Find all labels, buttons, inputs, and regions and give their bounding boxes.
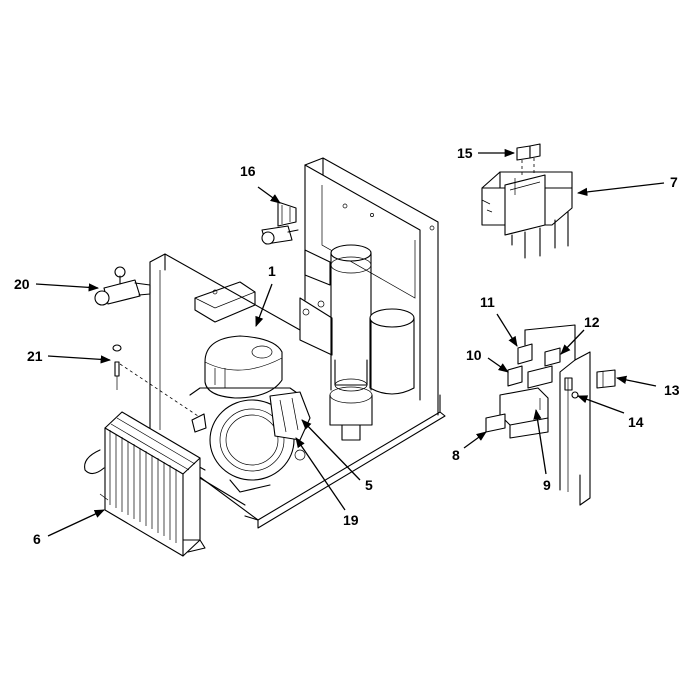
electrical-panel [485,324,616,506]
compressor [189,335,301,399]
callout-10: 10 [466,347,482,363]
arrow-10 [487,357,509,373]
fan-motor [269,391,311,461]
callout-19: 19 [343,512,359,528]
callout-14: 14 [628,414,644,430]
control-box [481,171,573,259]
arrow-20 [35,283,100,292]
arrow-9 [533,408,547,475]
arrow-7 [576,182,665,197]
callout-6: 6 [33,531,41,547]
callout-21: 21 [27,348,43,364]
base-frame [149,157,446,529]
arrow-14 [577,395,625,414]
arrow-1 [255,283,273,327]
arrow-21 [47,355,112,364]
callout-16: 16 [240,163,256,179]
drain-fitting [112,344,207,433]
arrow-13 [615,375,657,387]
callout-7: 7 [670,174,678,190]
callout-15: 15 [457,145,473,161]
condenser-coil [84,411,206,557]
arrow-11 [496,313,518,347]
callout-9: 9 [543,477,551,493]
arrow-5 [301,419,361,481]
callout-12: 12 [584,314,600,330]
callout-1: 1 [268,263,276,279]
evaporator-column [304,244,415,441]
callout-11: 11 [480,294,495,310]
arrow-16 [257,186,281,204]
arrow-12 [560,329,585,355]
callout-5: 5 [365,477,373,493]
callout-labels: 1 5 6 7 8 9 10 11 12 13 14 15 16 19 20 2… [14,145,680,547]
arrow-6 [47,509,105,537]
leader-arrows [35,148,665,537]
inlet-fitting [94,266,151,306]
callout-20: 20 [14,276,30,292]
arrow-19 [295,437,346,511]
callout-13: 13 [664,382,680,398]
arrow-8 [463,431,487,449]
water-valve [261,201,299,245]
callout-8: 8 [452,447,460,463]
contactor-block [516,143,541,178]
